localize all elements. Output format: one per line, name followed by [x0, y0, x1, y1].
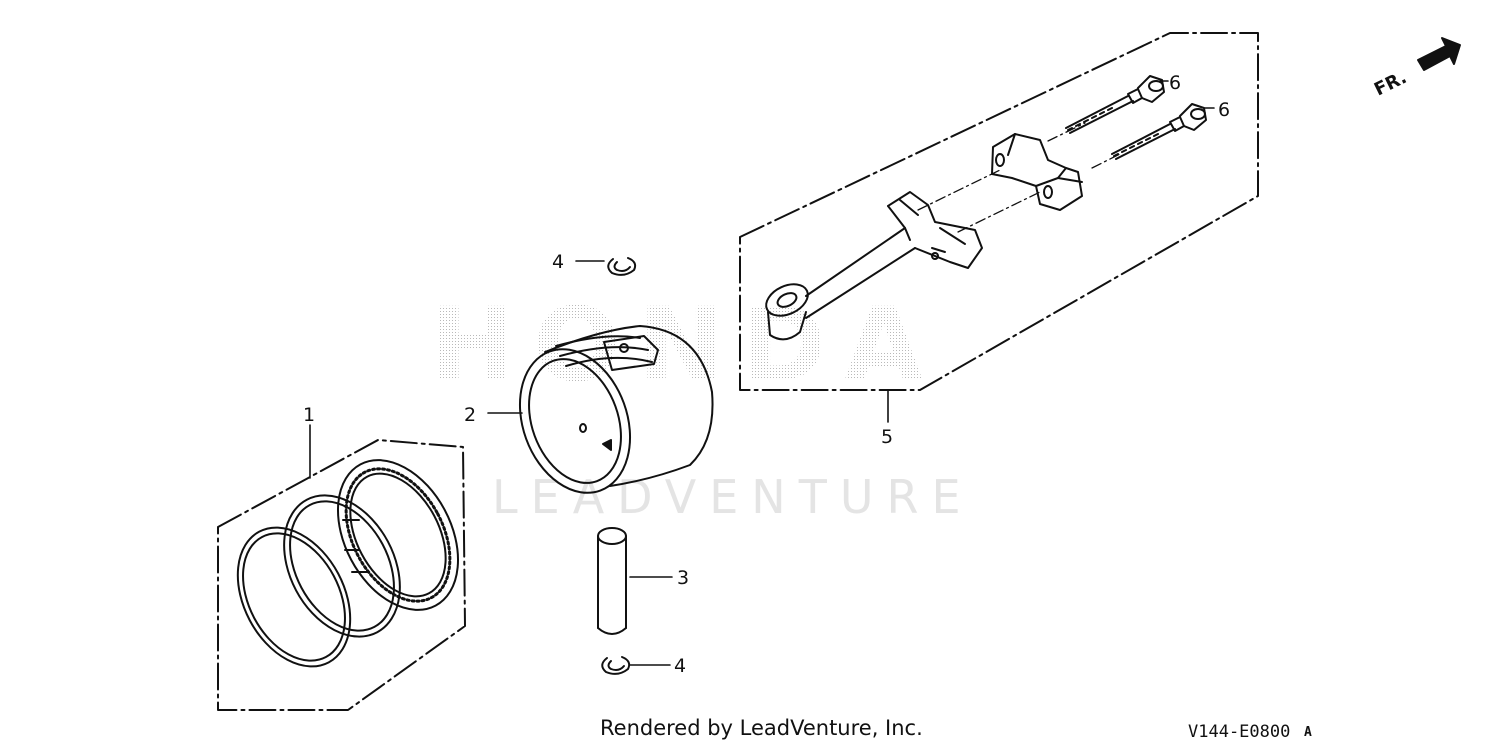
oil-ring	[336, 459, 460, 611]
diagram-code: V144-E0800	[1188, 722, 1291, 742]
front-direction-arrow	[1417, 37, 1461, 71]
piston-pin	[597, 527, 627, 635]
callout-6-upper: 6	[1169, 72, 1181, 94]
callout-2: 2	[464, 404, 476, 426]
rod-bolt-1	[1065, 75, 1165, 134]
render-credit: Rendered by LeadVenture, Inc.	[600, 716, 923, 740]
piston	[518, 325, 714, 494]
callout-4-lower: 4	[674, 655, 686, 677]
connecting-rod	[765, 191, 983, 341]
ring-set-outline	[217, 439, 466, 711]
rod-cap	[991, 133, 1083, 211]
front-direction-label: FR.	[1371, 67, 1410, 100]
diagram-code-suffix: A	[1304, 725, 1312, 740]
callout-labels: 1 2 3 4 4 5 6 6 FR.	[303, 67, 1410, 677]
rod-bolt-2	[1111, 103, 1207, 160]
callout-6-lower: 6	[1218, 99, 1230, 121]
pin-clip-upper	[607, 257, 637, 276]
leader-lines	[309, 80, 1215, 666]
piston-ring-2	[283, 494, 401, 638]
callout-1: 1	[303, 404, 315, 426]
brand-watermark: HONDA	[430, 286, 942, 405]
pin-clip-lower	[601, 656, 631, 675]
callout-4-upper: 4	[552, 251, 564, 273]
piston-ring-1	[236, 526, 352, 668]
callout-5: 5	[881, 426, 893, 448]
assembly-guides	[917, 122, 1121, 233]
callout-3: 3	[677, 567, 689, 589]
rod-group-outline	[739, 32, 1259, 391]
